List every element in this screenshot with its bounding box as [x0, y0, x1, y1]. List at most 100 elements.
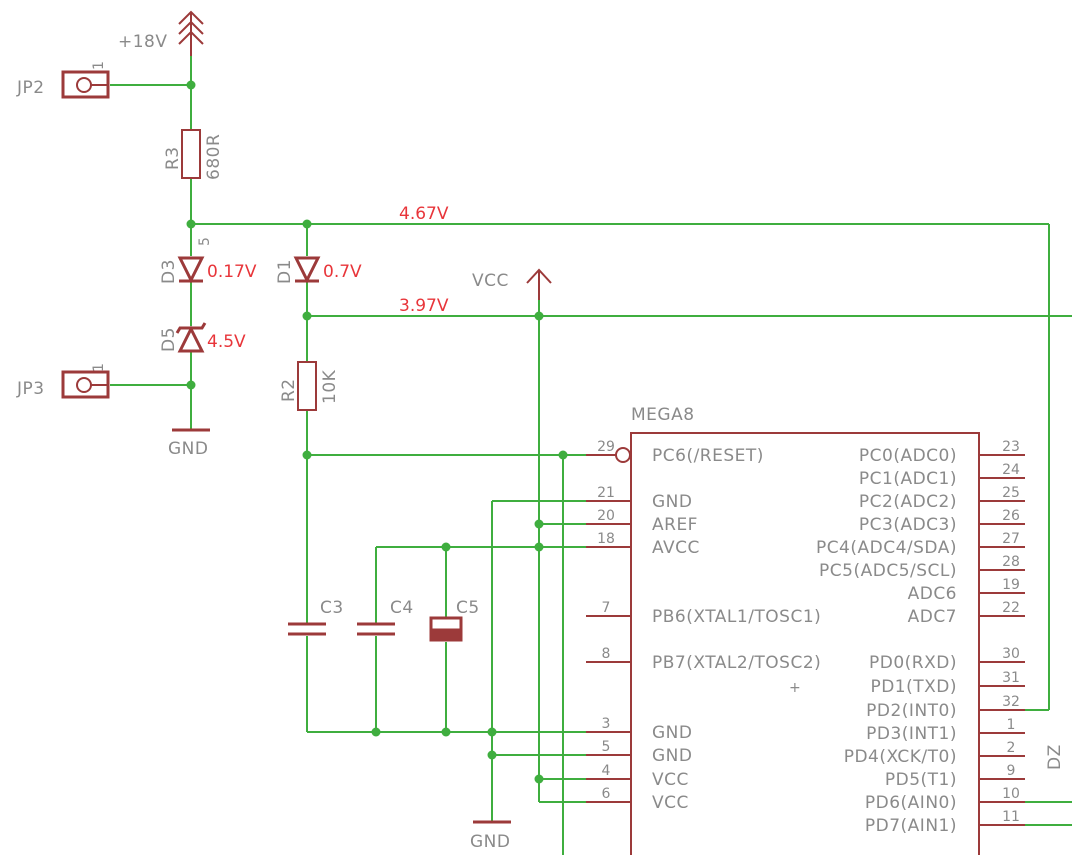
zener-d5: D5 4.5V: [159, 322, 246, 353]
pin-number: 19: [1002, 577, 1020, 593]
pin-number: 9: [1007, 763, 1016, 779]
pin-name: PB7(XTAL2/TOSC2): [652, 653, 821, 673]
pin-number: 3: [602, 716, 611, 732]
net-top-voltage: 4.67V: [399, 204, 449, 224]
vcc-label: VCC: [472, 271, 509, 291]
ic-pin-left: 6 VCC: [586, 786, 689, 813]
pin-name: PD4(XCK/T0): [844, 747, 957, 767]
gnd-top-symbol: GND: [168, 428, 210, 459]
d3-voltage: 0.17V: [207, 262, 257, 282]
wires: [110, 56, 1072, 855]
ic-pin-right: 27 PC4(ADC4/SDA): [816, 531, 1025, 558]
pin-name: PC3(ADC3): [859, 515, 957, 535]
pin-number: 31: [1002, 670, 1020, 686]
ic-pin-left: 18 AVCC: [586, 531, 700, 558]
pin-number: 8: [602, 646, 611, 662]
pin-number: 25: [1002, 485, 1020, 501]
d3-name: D3: [159, 259, 179, 284]
resistor-r2: R2 10K: [279, 361, 340, 411]
pin-number: 24: [1002, 462, 1020, 478]
pin-number: 5: [602, 739, 611, 755]
pin-name: PD6(AIN0): [865, 793, 957, 813]
gnd-top-label: GND: [168, 439, 208, 459]
pin-number: 30: [1002, 646, 1020, 662]
junctions: [186, 80, 568, 784]
pin-name: PD3(INT1): [866, 724, 957, 744]
partial-label: DZ: [1045, 744, 1065, 770]
d1-voltage: 0.7V: [323, 262, 362, 282]
r2-value: 10K: [320, 369, 340, 404]
gnd-bottom-label: GND: [470, 832, 510, 852]
pin-number: 22: [1002, 600, 1020, 616]
jp3-pin-label: 1: [91, 363, 107, 372]
pin-name: VCC: [652, 770, 689, 790]
pin-name: PC5(ADC5/SCL): [819, 561, 957, 581]
d3-pin: 5: [197, 237, 213, 246]
c4-name: C4: [390, 598, 414, 618]
pin-number: 6: [602, 786, 611, 802]
ic-pin-left: 8 PB7(XTAL2/TOSC2): [586, 646, 821, 673]
ic-origin-mark: +: [789, 680, 801, 696]
ic-pin-right: 2 PD4(XCK/T0): [844, 740, 1025, 767]
r3-value: 680R: [204, 134, 224, 180]
vcc-symbol: VCC: [472, 268, 552, 300]
pin-number: 21: [597, 485, 615, 501]
resistor-r3: R3 680R: [163, 129, 224, 180]
pin-number: 26: [1002, 508, 1020, 524]
diode-d1: D1 0.7V: [275, 256, 362, 284]
pin-name: PC1(ADC1): [859, 469, 957, 489]
pin-name: PD7(AIN1): [865, 816, 957, 836]
pin-name: PC2(ADC2): [859, 492, 957, 512]
jumper-jp2: JP2 1: [16, 61, 110, 99]
pin-name: GND: [652, 492, 692, 512]
ic-name: MEGA8: [631, 405, 695, 425]
ic-pin-left: 29 PC6(/RESET): [586, 439, 764, 466]
pin-number: 29: [597, 439, 615, 455]
diode-d3: D3 5 0.17V: [159, 237, 257, 284]
ic-pin-right: 9 PD5(T1): [885, 763, 1025, 790]
pin-number: 18: [597, 531, 615, 547]
gnd-bottom-symbol: GND: [470, 820, 511, 852]
pin-number: 1: [1007, 717, 1016, 733]
pin-name: GND: [652, 746, 692, 766]
capacitor-c4: C4: [357, 598, 414, 636]
ic-pin-right: 26 PC3(ADC3): [859, 508, 1025, 535]
plus18v-symbol: +18V: [118, 10, 204, 56]
pin-name: AVCC: [652, 538, 700, 558]
jp3-label: JP3: [16, 379, 45, 399]
plus18v-label: +18V: [118, 32, 168, 52]
c5-name: C5: [456, 598, 480, 618]
pin-name: AREF: [652, 515, 698, 535]
capacitor-c3: C3: [288, 598, 344, 636]
pin-name: PC4(ADC4/SDA): [816, 538, 957, 558]
ic-pin-right: 11 PD7(AIN1): [865, 809, 1025, 836]
pin-number: 2: [1007, 740, 1016, 756]
c3-name: C3: [320, 598, 344, 618]
pin-name: PD2(INT0): [866, 701, 957, 721]
jumper-jp3: JP3 1: [16, 363, 110, 399]
d1-name: D1: [275, 259, 295, 284]
d5-voltage: 4.5V: [207, 332, 246, 352]
d5-name: D5: [159, 327, 179, 352]
pin-number: 27: [1002, 531, 1020, 547]
pin-number: 7: [602, 600, 611, 616]
pin-name: VCC: [652, 793, 689, 813]
pin-number: 11: [1002, 809, 1020, 825]
pin-name: PD5(T1): [885, 770, 957, 790]
pin-name: PC6(/RESET): [652, 446, 764, 466]
ic-pin-right: 1 PD3(INT1): [866, 717, 1025, 744]
